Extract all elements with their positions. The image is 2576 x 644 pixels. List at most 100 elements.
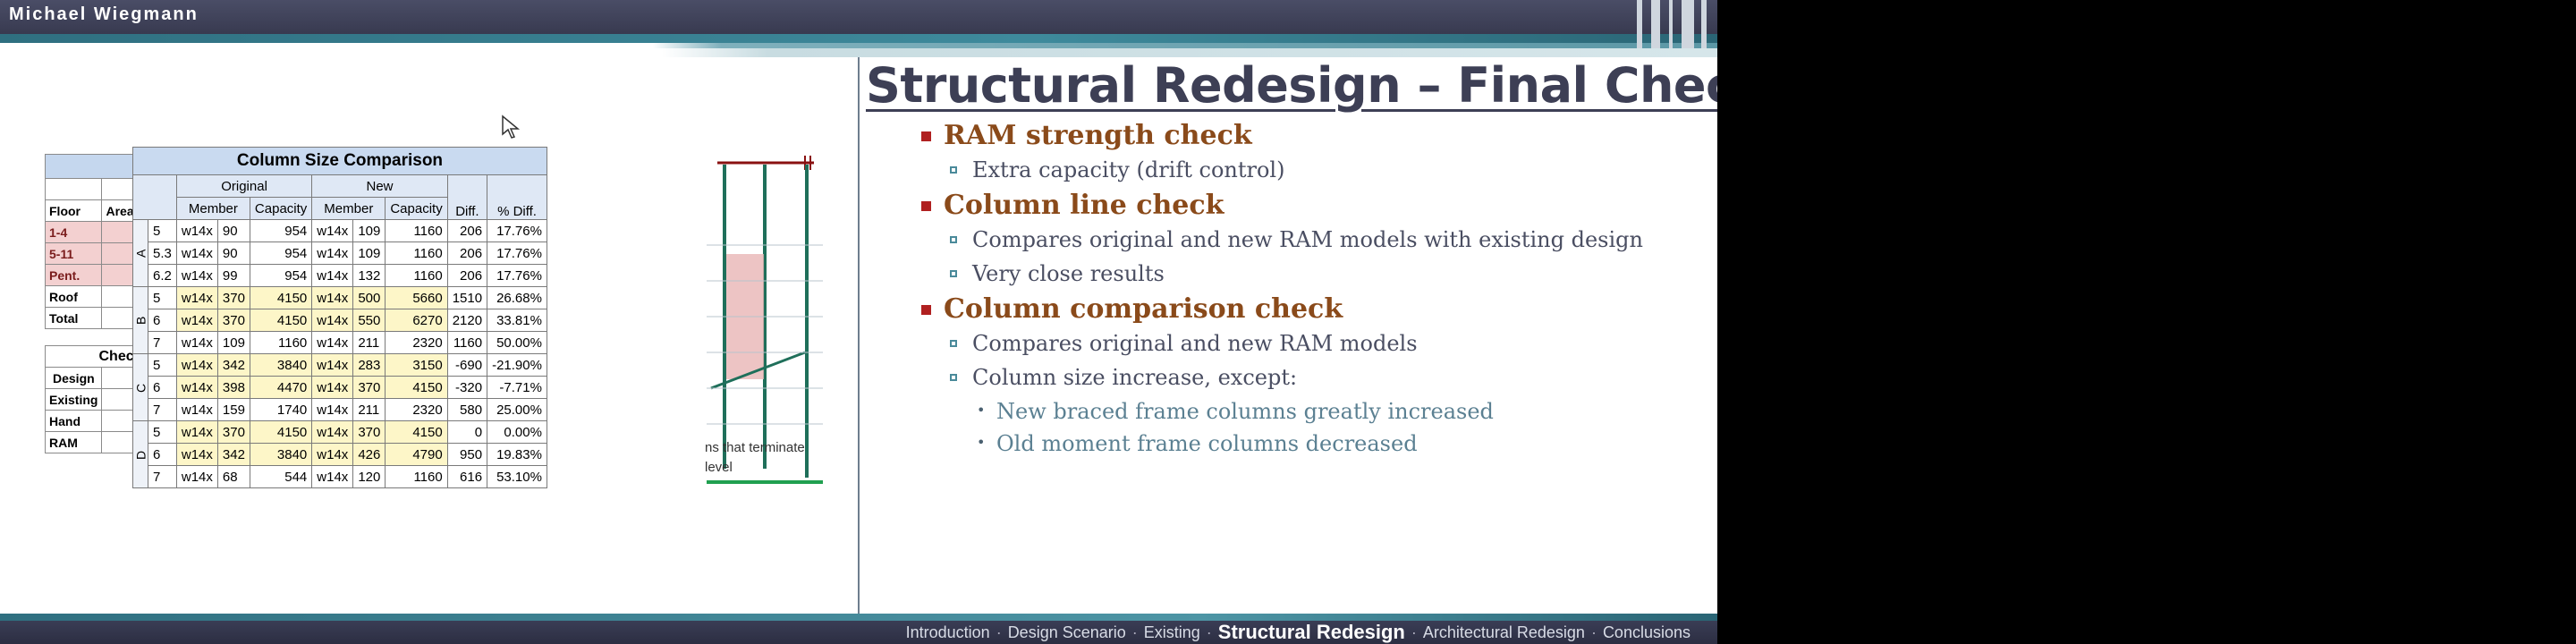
diff-header: Diff. <box>446 174 488 220</box>
bullet-text: Column line check <box>944 190 1224 221</box>
diff-cell: -320 <box>446 376 488 399</box>
orig-capacity-cell: 1160 <box>249 331 313 354</box>
bullet-level-1: RAM strength check <box>921 118 1708 154</box>
pct-diff-cell: 17.76% <box>487 264 547 287</box>
dot-bullet-icon: • <box>977 402 986 419</box>
orig-size-cell: 90 <box>216 219 250 242</box>
new-member-header: Member <box>311 197 386 220</box>
bullet-level-2: Compares original and new RAM models wit… <box>921 224 1708 258</box>
orig-member-cell: w14x <box>175 264 218 287</box>
orig-capacity-cell: 3840 <box>249 443 313 466</box>
nav-item-architectural-redesign[interactable]: Architectural Redesign <box>1422 623 1585 641</box>
new-capacity-cell: 1160 <box>385 242 448 265</box>
bullet-text: Compares original and new RAM models wit… <box>972 227 1643 252</box>
orig-member-cell: w14x <box>175 331 218 354</box>
square-bullet-icon <box>921 201 931 211</box>
nav-item-conclusions[interactable]: Conclusions <box>1602 623 1690 641</box>
orig-member-cell: w14x <box>175 465 218 488</box>
presentation-slide: Michael Wiegmann Floor Area 1-4 5-11 Pen… <box>0 0 1717 644</box>
column-line-label: C <box>132 353 148 421</box>
slide-divider <box>858 57 860 614</box>
diff-cell: 1510 <box>446 286 488 309</box>
orig-capacity-cell: 954 <box>249 242 313 265</box>
orig-size-cell: 68 <box>216 465 250 488</box>
orig-member-cell: w14x <box>175 242 218 265</box>
diff-cell: 0 <box>446 420 488 444</box>
section-navigation: Introduction·Design Scenario·Existing·St… <box>906 621 1690 644</box>
floor-area-table: Floor Area 1-4 5-11 Pent. Roof Total Che… <box>44 154 139 453</box>
orig-member-cell: w14x <box>175 219 218 242</box>
check-header: Chec <box>45 345 139 368</box>
pct-diff-cell: 17.76% <box>487 242 547 265</box>
decor-bar <box>1701 0 1707 48</box>
orig-member-cell: w14x <box>175 420 218 444</box>
floor-cell: 7 <box>148 465 177 488</box>
column-line-label: A <box>132 219 148 287</box>
table-title: Column Size Comparison <box>132 147 547 175</box>
square-bullet-icon <box>921 305 931 315</box>
new-group-header: New <box>311 174 448 198</box>
floor-label: Pent. <box>44 264 103 286</box>
nav-item-existing[interactable]: Existing <box>1143 623 1200 641</box>
new-size-cell: 211 <box>352 398 386 421</box>
new-member-cell: w14x <box>311 242 354 265</box>
column-size-table: Column Size Comparison Original New Diff… <box>132 147 547 488</box>
orig-capacity-cell: 544 <box>249 465 313 488</box>
top-stripe <box>0 34 1717 43</box>
diff-cell: 580 <box>446 398 488 421</box>
nav-item-design-scenario[interactable]: Design Scenario <box>1007 623 1126 641</box>
nav-item-introduction[interactable]: Introduction <box>905 623 990 641</box>
new-size-cell: 109 <box>352 242 386 265</box>
orig-capacity-cell: 4150 <box>249 286 313 309</box>
original-group-header: Original <box>175 174 313 198</box>
orig-size-cell: 398 <box>216 376 250 399</box>
bullet-level-1: Column line check <box>921 188 1708 224</box>
new-member-cell: w14x <box>311 443 354 466</box>
sketch-note-line: level <box>705 460 733 475</box>
new-member-cell: w14x <box>311 219 354 242</box>
pct-diff-cell: 19.83% <box>487 443 547 466</box>
bottom-banner <box>0 621 1717 644</box>
decor-bar <box>1682 0 1694 48</box>
diff-cell: 206 <box>446 219 488 242</box>
hollow-square-bullet-icon <box>950 270 957 277</box>
new-size-cell: 120 <box>352 465 386 488</box>
decor-bar <box>1669 0 1673 48</box>
bullet-text: Very close results <box>972 261 1165 286</box>
orig-member-cell: w14x <box>175 398 218 421</box>
diff-cell: 1160 <box>446 331 488 354</box>
new-capacity-cell: 5660 <box>385 286 448 309</box>
orig-member-cell: w14x <box>175 309 218 332</box>
top-banner: Michael Wiegmann <box>0 0 1717 34</box>
author-name: Michael Wiegmann <box>9 4 199 24</box>
nav-separator: · <box>1206 623 1212 641</box>
new-capacity-cell: 2320 <box>385 398 448 421</box>
orig-size-cell: 159 <box>216 398 250 421</box>
new-size-cell: 426 <box>352 443 386 466</box>
nav-item-structural-redesign[interactable]: Structural Redesign <box>1217 621 1405 643</box>
pct-diff-cell: 0.00% <box>487 420 547 444</box>
pct-diff-cell: 26.68% <box>487 286 547 309</box>
new-member-cell: w14x <box>311 398 354 421</box>
new-size-cell: 109 <box>352 219 386 242</box>
bullet-text: Extra capacity (drift control) <box>972 157 1285 182</box>
new-capacity-cell: 2320 <box>385 331 448 354</box>
check-cell <box>101 431 139 453</box>
new-capacity-cell: 4150 <box>385 420 448 444</box>
floor-label: Roof <box>44 285 103 308</box>
decor-bar <box>1651 0 1660 48</box>
new-size-cell: 550 <box>352 309 386 332</box>
new-member-cell: w14x <box>311 465 354 488</box>
bullet-level-2: Extra capacity (drift control) <box>921 154 1708 188</box>
spacer-cell <box>46 329 139 346</box>
check-row-label: Hand <box>44 410 103 432</box>
orig-size-cell: 109 <box>216 331 250 354</box>
framing-plan-sketch <box>707 156 823 484</box>
bullet-text: New braced frame columns greatly increas… <box>996 399 1494 424</box>
